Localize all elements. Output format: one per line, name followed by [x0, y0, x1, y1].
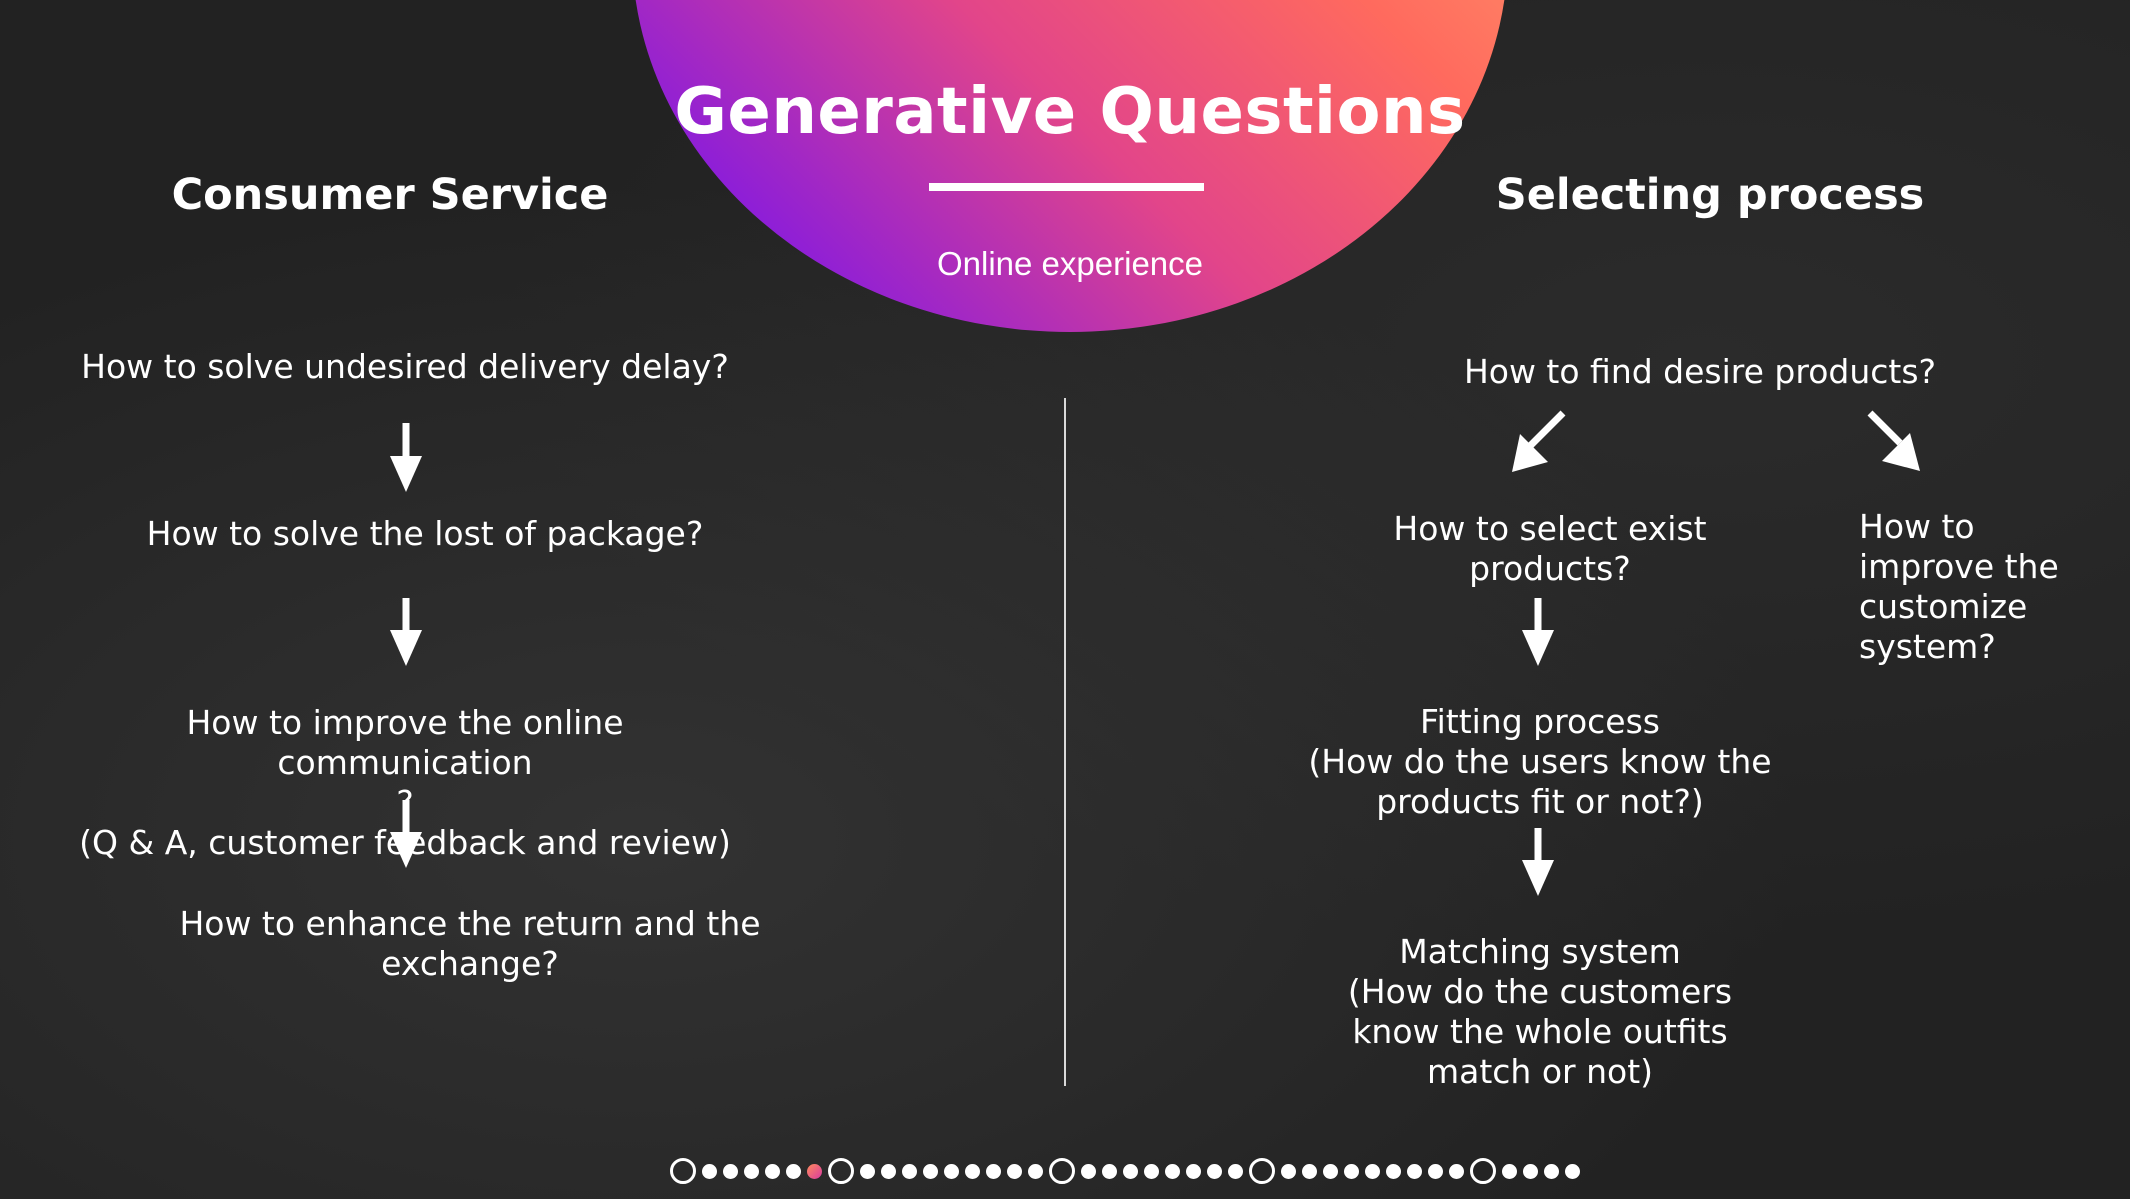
pager-dot[interactable]	[1407, 1163, 1422, 1179]
arrow-down-4	[1522, 598, 1554, 666]
pager-dot[interactable]	[1386, 1163, 1401, 1179]
pager-dot[interactable]	[923, 1163, 938, 1179]
pager-dot[interactable]	[765, 1163, 780, 1179]
arrow-diagonal-right	[1867, 410, 1920, 471]
pager-dot[interactable]	[881, 1163, 896, 1179]
pager-dot[interactable]	[1470, 1158, 1496, 1184]
pager-dot[interactable]	[1207, 1163, 1222, 1179]
pager-dot[interactable]	[670, 1158, 696, 1184]
left-column-heading: Consumer Service	[171, 170, 609, 220]
pager-dot[interactable]	[723, 1163, 738, 1179]
question-select-products: How to select exist products?	[1393, 509, 1707, 588]
pager-dot[interactable]	[1428, 1163, 1443, 1179]
arrow-diagonal-left	[1512, 410, 1566, 472]
slide-subtitle: Online experience	[937, 245, 1203, 282]
pager-dot-current[interactable]	[807, 1163, 822, 1179]
arrow-down-1	[390, 423, 422, 492]
pager-dot[interactable]	[1365, 1163, 1380, 1179]
pager-dot[interactable]	[1344, 1163, 1359, 1179]
arrow-down-2	[390, 598, 422, 666]
pager-dot[interactable]	[1028, 1163, 1043, 1179]
title-underline	[929, 183, 1204, 191]
question-fitting-process: Fitting process (How do the users know t…	[1308, 702, 1772, 821]
pager-dot[interactable]	[1228, 1163, 1243, 1179]
right-column-heading: Selecting process	[1495, 170, 1925, 220]
pager-dot[interactable]	[786, 1163, 801, 1179]
pager-dot[interactable]	[1302, 1163, 1317, 1179]
pager-dot[interactable]	[1249, 1158, 1275, 1184]
pager-dot[interactable]	[1502, 1163, 1517, 1179]
pager-dot[interactable]	[1544, 1163, 1559, 1179]
pager-dot[interactable]	[1007, 1163, 1022, 1179]
question-online-communication: How to improve the online communication …	[79, 703, 731, 862]
slide-title: Generative Questions	[674, 75, 1466, 149]
pager-dot[interactable]	[902, 1163, 917, 1179]
pager-dot[interactable]	[1144, 1163, 1159, 1179]
arrow-down-3	[390, 800, 422, 868]
pager-dot[interactable]	[1186, 1163, 1201, 1179]
pager-dot[interactable]	[860, 1163, 875, 1179]
question-matching-system: Matching system (How do the customers kn…	[1347, 932, 1733, 1091]
pager-dot[interactable]	[1102, 1163, 1117, 1179]
pager-dot[interactable]	[965, 1163, 980, 1179]
pager-dot[interactable]	[1323, 1163, 1338, 1179]
slide-pager[interactable]	[670, 1156, 1580, 1186]
question-delivery-delay: How to solve undesired delivery delay?	[81, 347, 729, 386]
pager-dot[interactable]	[1081, 1163, 1096, 1179]
pager-dot[interactable]	[828, 1158, 854, 1184]
pager-dot[interactable]	[1449, 1163, 1464, 1179]
column-divider	[1064, 398, 1066, 1086]
pager-dot[interactable]	[986, 1163, 1001, 1179]
question-return-exchange: How to enhance the return and the exchan…	[179, 904, 761, 983]
pager-dot[interactable]	[744, 1163, 759, 1179]
question-find-products: How to find desire products?	[1463, 352, 1937, 391]
pager-dot[interactable]	[1049, 1158, 1075, 1184]
pager-dot[interactable]	[702, 1163, 717, 1179]
pager-dot[interactable]	[1165, 1163, 1180, 1179]
pager-dot[interactable]	[1281, 1163, 1296, 1179]
arrow-down-5	[1522, 828, 1554, 896]
pager-dot[interactable]	[944, 1163, 959, 1179]
pager-dot[interactable]	[1523, 1163, 1538, 1179]
pager-dot[interactable]	[1123, 1163, 1138, 1179]
question-customize-system: How to improve the customize system?	[1859, 507, 2059, 666]
pager-dot[interactable]	[1565, 1163, 1580, 1179]
question-lost-package: How to solve the lost of package?	[146, 514, 704, 553]
